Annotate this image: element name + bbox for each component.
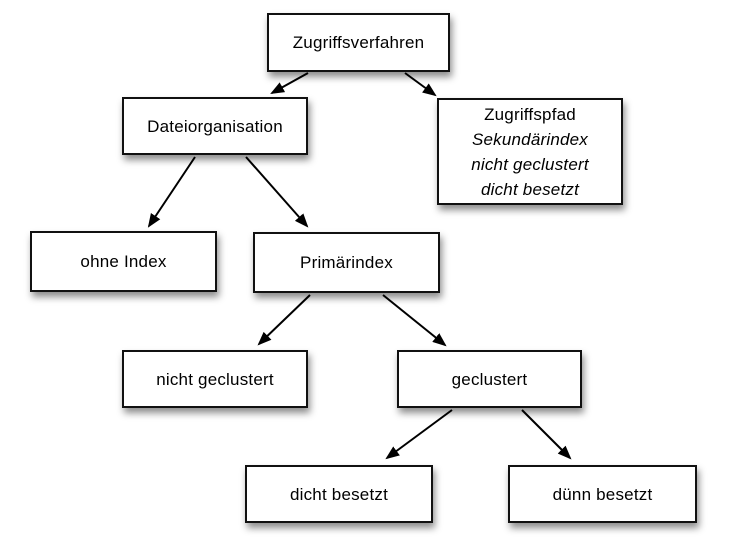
node-label-secondary: nicht geclustert — [471, 154, 589, 174]
node-dicht-besetzt: dicht besetzt — [245, 465, 433, 523]
node-label: geclustert — [451, 369, 528, 389]
node-label: dicht besetzt — [289, 484, 389, 504]
edge-primaerindex-geclustert — [382, 294, 447, 347]
node-label: Zugriffsverfahren — [292, 33, 425, 52]
edge-geclustert-duenn-besetzt — [521, 409, 572, 460]
edge-dateiorganisation-primaerindex — [245, 156, 309, 228]
node-label: Zugriffspfad — [484, 104, 576, 124]
node-label: Dateiorganisation — [147, 116, 283, 136]
edge-zugriffsverfahren-dateiorganisation — [270, 72, 309, 95]
node-label-secondary: Sekundärindex — [471, 129, 588, 149]
node-label: dünn besetzt — [552, 484, 653, 504]
node-zugriffspfad: Zugriffspfad Sekundärindex nicht geclust… — [437, 98, 623, 205]
node-ohne-index: ohne Index — [30, 231, 217, 292]
node-duenn-besetzt: dünn besetzt — [508, 465, 697, 523]
edge-primaerindex-nicht-geclustert — [257, 294, 311, 346]
edge-geclustert-dicht-besetzt — [385, 409, 453, 460]
node-geclustert: geclustert — [397, 350, 582, 408]
node-label: ohne Index — [80, 252, 167, 271]
edge-zugriffsverfahren-zugriffspfad — [404, 72, 437, 97]
node-label: Primärindex — [300, 253, 393, 272]
node-label: nicht geclustert — [156, 369, 274, 389]
node-primaerindex: Primärindex — [253, 232, 440, 293]
node-nicht-geclustert: nicht geclustert — [122, 350, 308, 408]
edge-dateiorganisation-ohne-index — [147, 156, 196, 228]
node-label-secondary: dicht besetzt — [480, 179, 580, 199]
node-zugriffsverfahren: Zugriffsverfahren — [267, 13, 450, 72]
node-dateiorganisation: Dateiorganisation — [122, 97, 308, 155]
